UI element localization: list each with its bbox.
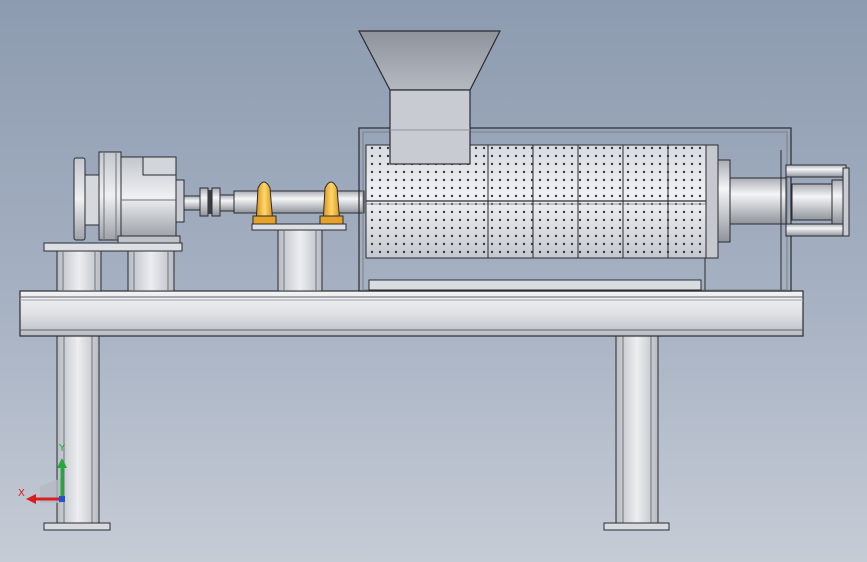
feed-hopper[interactable]	[358, 30, 501, 165]
x-axis-arrowhead	[26, 494, 36, 504]
drive-shaft[interactable]	[233, 190, 365, 214]
outlet-cylinder[interactable]	[717, 150, 850, 290]
frame-beam[interactable]	[19, 290, 804, 337]
bearing-pedestal[interactable]	[251, 223, 347, 292]
bearing-block[interactable]	[319, 181, 344, 225]
gear-motor[interactable]	[73, 151, 185, 244]
left-leg[interactable]	[43, 334, 111, 531]
x-axis-label: X	[18, 488, 25, 499]
coupling[interactable]	[183, 187, 235, 217]
y-axis-label: Y	[59, 443, 66, 454]
bearing-block[interactable]	[252, 181, 277, 225]
right-leg[interactable]	[603, 334, 670, 531]
view-orientation-triad[interactable]	[26, 458, 67, 504]
y-axis-arrowhead	[57, 458, 67, 468]
motor-stand[interactable]	[43, 242, 183, 292]
z-axis-marker	[59, 496, 65, 502]
